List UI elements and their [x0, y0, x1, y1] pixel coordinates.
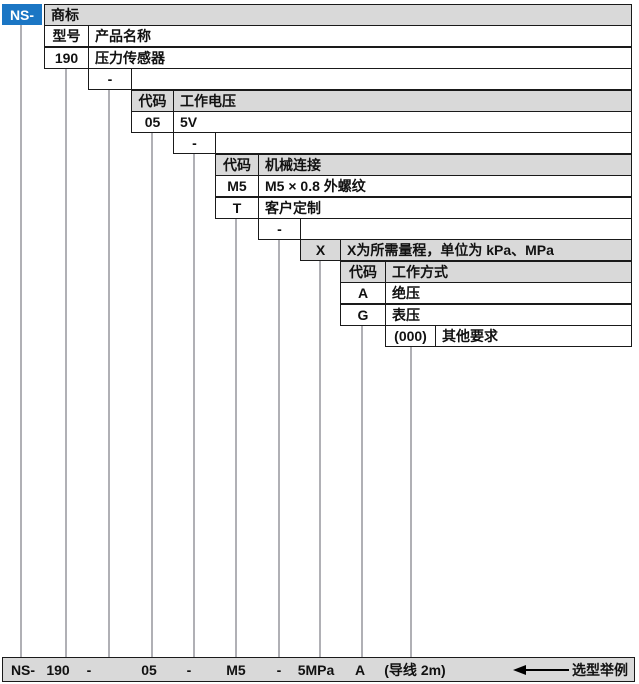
example-item-voltage: 05 — [141, 661, 157, 678]
connector-line — [108, 90, 110, 657]
cell-mode-desc: 绝压 — [392, 285, 420, 301]
connector-line — [361, 326, 363, 657]
connection-row-m5: M5 M5 × 0.8 外螺纹 — [215, 175, 632, 197]
cell-product-name: 压力传感器 — [95, 50, 165, 66]
example-item-model: 190 — [46, 661, 70, 678]
cell-other-code: (000) — [386, 326, 436, 346]
connector-line — [65, 69, 67, 657]
example-item-mode: A — [354, 661, 366, 678]
trademark-header-row: 商标 — [44, 4, 632, 26]
cell-model-code: 190 — [45, 48, 89, 68]
example-item-lead: (导线 2m) — [384, 661, 446, 678]
range-row: X X为所需量程，单位为 kPa、MPa — [300, 239, 632, 261]
example-item-brand: NS- — [10, 661, 36, 678]
mode-row-absolute: A 绝压 — [340, 282, 632, 304]
cell-code-label: 代码 — [216, 155, 259, 175]
example-item-connection: M5 — [226, 661, 246, 678]
mode-row-gauge: G 表压 — [340, 304, 632, 326]
cell-connection-desc: M5 × 0.8 外螺纹 — [265, 178, 366, 194]
example-item-separator: - — [186, 661, 192, 678]
example-label: 选型举例 — [572, 661, 628, 678]
cell-range-code: X — [301, 240, 341, 260]
cell-connection-code: M5 — [216, 176, 259, 196]
connector-line — [319, 261, 321, 657]
cell-connection-label: 机械连接 — [265, 157, 321, 173]
other-requirements-row: (000) 其他要求 — [385, 325, 632, 347]
cell-separator: - — [89, 69, 132, 89]
connector-line — [20, 25, 22, 657]
connector-line — [278, 240, 280, 657]
cell-model-label: 型号 — [45, 26, 89, 46]
left-arrow-icon — [513, 664, 526, 675]
cell-voltage-label: 工作电压 — [180, 93, 236, 109]
separator-row-2: - — [173, 132, 632, 154]
example-item-range: 5MPa — [297, 661, 335, 678]
connector-line — [193, 154, 195, 657]
cell-other-desc: 其他要求 — [442, 328, 498, 344]
connector-line — [151, 133, 153, 657]
cell-mode-desc: 表压 — [392, 307, 420, 323]
cell-code-label: 代码 — [132, 91, 174, 111]
connection-row-t: T 客户定制 — [215, 197, 632, 219]
cell-voltage-value: 5V — [180, 114, 198, 130]
cell-code-label: 代码 — [341, 262, 386, 282]
brand-prefix-box: NS- — [2, 4, 42, 25]
cell-separator: - — [174, 133, 216, 153]
cell-mode-code: G — [341, 305, 386, 325]
mode-header-row: 代码 工作方式 — [340, 261, 632, 283]
cell-empty — [216, 133, 631, 153]
model-value-row: 190 压力传感器 — [44, 47, 632, 69]
connector-line — [410, 347, 412, 657]
cell-trademark-header: 商标 — [51, 7, 79, 23]
model-header-row: 型号 产品名称 — [44, 25, 632, 47]
cell-connection-desc: 客户定制 — [265, 200, 321, 216]
voltage-header-row: 代码 工作电压 — [131, 90, 632, 112]
cell-mode-label: 工作方式 — [392, 264, 448, 280]
cell-connection-code: T — [216, 198, 259, 218]
separator-row-3: - — [258, 218, 632, 240]
cell-empty — [132, 69, 631, 89]
voltage-value-row: 05 5V — [131, 111, 632, 133]
connector-line — [235, 219, 237, 657]
cell-empty — [301, 219, 631, 239]
separator-row-1: - — [88, 68, 632, 90]
cell-voltage-code: 05 — [132, 112, 174, 132]
example-item-separator: - — [86, 661, 92, 678]
connection-header-row: 代码 机械连接 — [215, 154, 632, 176]
cell-range-desc: X为所需量程，单位为 kPa、MPa — [347, 242, 554, 258]
example-item-separator: - — [276, 661, 282, 678]
cell-separator: - — [259, 219, 301, 239]
arrow-tail-line — [525, 668, 569, 671]
cell-mode-code: A — [341, 283, 386, 303]
example-order-bar: NS- 190 - 05 - M5 - 5MPa A (导线 2m) 选型举例 — [2, 657, 635, 682]
cell-product-name-label: 产品名称 — [95, 28, 151, 44]
